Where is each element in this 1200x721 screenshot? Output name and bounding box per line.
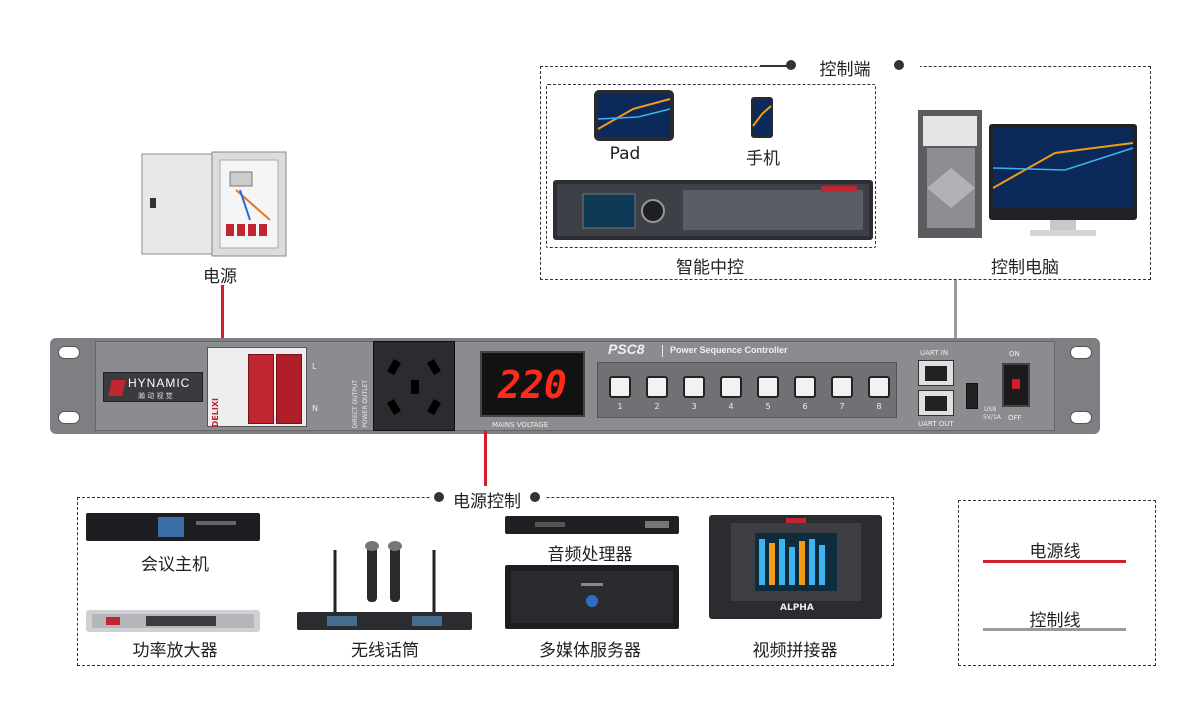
- breaker-l-mark: L: [312, 362, 317, 371]
- usb-rating: 5V/1A: [983, 414, 1001, 421]
- outlet-label-1: DIRECT OUTPUT: [352, 380, 359, 429]
- channel-key-7[interactable]: [831, 376, 853, 398]
- power-cabinet-image: [140, 150, 290, 258]
- switch-off-label: OFF: [1008, 414, 1022, 422]
- media-server-image: [505, 563, 679, 631]
- rj45-icon: [925, 396, 947, 411]
- power-amp-image: [86, 608, 260, 634]
- model-desc: Power Sequence Controller: [670, 345, 788, 355]
- title-dot-left: [786, 60, 796, 70]
- wireless-mic-image: [297, 540, 472, 632]
- breaker-brand: DELIXI: [211, 398, 220, 428]
- rack-ear-hole: [1070, 346, 1092, 359]
- video-splicer-label: 视频拼接器: [752, 641, 838, 661]
- title-dot-right: [530, 492, 540, 502]
- voltage-value: 220: [498, 363, 567, 407]
- channel-key-number: 2: [654, 402, 660, 411]
- audio-processor-image: [505, 515, 679, 535]
- brand-logo-icon: [108, 380, 126, 396]
- audio-processor-label: 音频处理器: [547, 545, 633, 565]
- usb-label: USB: [984, 406, 997, 413]
- breaker-n-mark: N: [312, 404, 318, 413]
- brand-sub: 瀚 动 视 觉: [138, 392, 173, 400]
- outlet-pin-icon: [427, 358, 441, 376]
- legend-power-line-label: 电源线: [1029, 542, 1081, 562]
- legend-box: [958, 500, 1156, 666]
- power-control-title: 电源控制: [453, 492, 521, 512]
- conference-host-label: 会议主机: [141, 555, 209, 575]
- video-splicer-image: [709, 513, 882, 621]
- control-pc-label: 控制电脑: [991, 258, 1059, 278]
- channel-key-6[interactable]: [794, 376, 816, 398]
- phone-image: [750, 96, 774, 139]
- rack-ear-hole: [1070, 411, 1092, 424]
- control-end-title: 控制端: [819, 60, 871, 80]
- circuit-breaker[interactable]: DELIXI: [207, 347, 307, 427]
- model-name: PSC8: [608, 341, 645, 357]
- uart-out-port[interactable]: [918, 390, 954, 416]
- breaker-handle-l[interactable]: [248, 354, 274, 424]
- channel-key-4[interactable]: [720, 376, 742, 398]
- channel-key-number: 4: [728, 402, 734, 411]
- outlet-pin-icon: [387, 358, 401, 376]
- pc-control-cable: [954, 280, 957, 340]
- title-line-left: [760, 65, 790, 67]
- legend-control-line-label: 控制线: [1029, 611, 1081, 631]
- control-pc-image: [915, 108, 1140, 240]
- media-server-label: 多媒体服务器: [539, 641, 641, 661]
- switch-indicator-icon: [1012, 379, 1020, 389]
- phone-label: 手机: [746, 149, 780, 169]
- uart-in-label: UART IN: [920, 349, 949, 357]
- power-outlet[interactable]: [373, 341, 455, 431]
- model-divider: [662, 345, 663, 357]
- power-source-label: 电源: [203, 267, 237, 287]
- uart-in-port[interactable]: [918, 360, 954, 386]
- rack-ear-hole: [58, 346, 80, 359]
- brand-plate: HYNAMIC 瀚 动 视 觉: [103, 372, 203, 402]
- mobile-control-group: [546, 84, 876, 248]
- rj45-icon: [925, 366, 947, 381]
- voltage-display: 220: [480, 351, 585, 417]
- wireless-mic-label: 无线话筒: [351, 641, 419, 661]
- channel-key-8[interactable]: [868, 376, 890, 398]
- power-switch[interactable]: [1002, 363, 1030, 407]
- channel-key-number: 1: [617, 402, 623, 411]
- outlet-pin-icon: [411, 380, 419, 394]
- pad-label: Pad: [609, 144, 641, 164]
- channel-key-1[interactable]: [609, 376, 631, 398]
- title-dot-left: [434, 492, 444, 502]
- rack-ear-hole: [58, 411, 80, 424]
- switch-on-label: ON: [1009, 350, 1020, 358]
- conference-host-image: [86, 511, 260, 543]
- power-control-title-bg: [430, 486, 545, 510]
- uart-out-label: UART OUT: [918, 420, 954, 428]
- power-source-cable: [221, 285, 224, 340]
- rack-to-devices-cable: [484, 431, 487, 493]
- legend-power-line-swatch: [983, 560, 1126, 563]
- channel-key-number: 6: [802, 402, 808, 411]
- channel-key-number: 7: [839, 402, 845, 411]
- display-caption: MAINS VOLTAGE: [492, 421, 549, 429]
- outlet-pin-icon: [387, 398, 401, 416]
- usb-port[interactable]: [966, 383, 978, 409]
- channel-key-5[interactable]: [757, 376, 779, 398]
- channel-key-number: 5: [765, 402, 771, 411]
- channel-key-3[interactable]: [683, 376, 705, 398]
- smart-control-label: 智能中控: [676, 258, 744, 278]
- outlet-label-2: POWER OUTLET: [362, 380, 369, 428]
- channel-key-number: 8: [876, 402, 882, 411]
- legend-control-line-swatch: [983, 628, 1126, 631]
- smart-controller-image: [553, 178, 873, 242]
- splicer-brand: ALPHA: [780, 603, 814, 613]
- outlet-pin-icon: [427, 398, 441, 416]
- channel-key-2[interactable]: [646, 376, 668, 398]
- brand-name: HYNAMIC: [128, 376, 191, 390]
- breaker-handle-n[interactable]: [276, 354, 302, 424]
- channel-key-number: 3: [691, 402, 697, 411]
- power-amp-label: 功率放大器: [132, 641, 218, 661]
- title-dot-right: [894, 60, 904, 70]
- pad-image: [593, 89, 675, 142]
